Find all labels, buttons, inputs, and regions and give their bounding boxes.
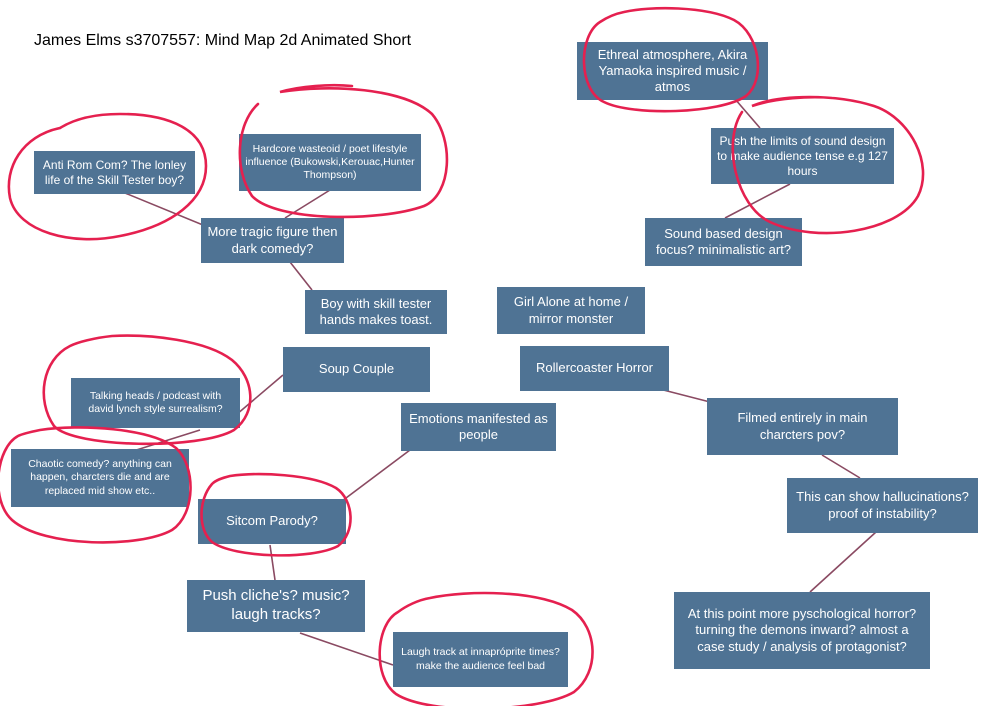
node-ethreal-atmosphere: Ethreal atmosphere, Akira Yamaoka inspir… bbox=[577, 42, 768, 100]
connector-line bbox=[809, 531, 877, 593]
node-push-cliches: Push cliche's? music? laugh tracks? bbox=[187, 580, 365, 632]
node-filmed-pov: Filmed entirely in main charcters pov? bbox=[707, 398, 898, 455]
node-skill-tester-toast: Boy with skill tester hands makes toast. bbox=[305, 290, 447, 334]
connector-line bbox=[284, 189, 331, 219]
connector-line bbox=[289, 261, 313, 291]
connector-line bbox=[724, 183, 791, 219]
node-girl-alone: Girl Alone at home / mirror monster bbox=[497, 287, 645, 334]
node-rollercoaster-horror: Rollercoaster Horror bbox=[520, 346, 669, 391]
node-psych-horror: At this point more pyschological horror?… bbox=[674, 592, 930, 669]
connector-line bbox=[734, 98, 761, 129]
connector-line bbox=[821, 454, 861, 479]
node-sound-limits: Push the limits of sound design to make … bbox=[711, 128, 894, 184]
node-chaotic-comedy: Chaotic comedy? anything can happen, cha… bbox=[11, 449, 189, 507]
node-sound-focus: Sound based design focus? minimalistic a… bbox=[645, 218, 802, 266]
node-sitcom-parody: Sitcom Parody? bbox=[198, 499, 346, 544]
node-emotions-people: Emotions manifested as people bbox=[401, 403, 556, 451]
node-hallucinations: This can show hallucinations? proof of i… bbox=[787, 478, 978, 533]
node-tragic-figure: More tragic figure then dark comedy? bbox=[201, 218, 344, 263]
node-talking-heads: Talking heads / podcast with david lynch… bbox=[71, 378, 240, 428]
mind-map-title: James Elms s3707557: Mind Map 2d Animate… bbox=[34, 32, 412, 49]
node-soup-couple: Soup Couple bbox=[283, 347, 430, 392]
connector-line bbox=[269, 544, 276, 581]
node-hardcore-wasteoid: Hardcore wasteoid / poet lifestyle influ… bbox=[239, 134, 421, 191]
node-laugh-track: Laugh track at innapróprite times? make … bbox=[393, 632, 568, 687]
connector-line bbox=[299, 632, 394, 666]
node-anti-rom-com: Anti Rom Com? The lonley life of the Ski… bbox=[34, 151, 195, 194]
